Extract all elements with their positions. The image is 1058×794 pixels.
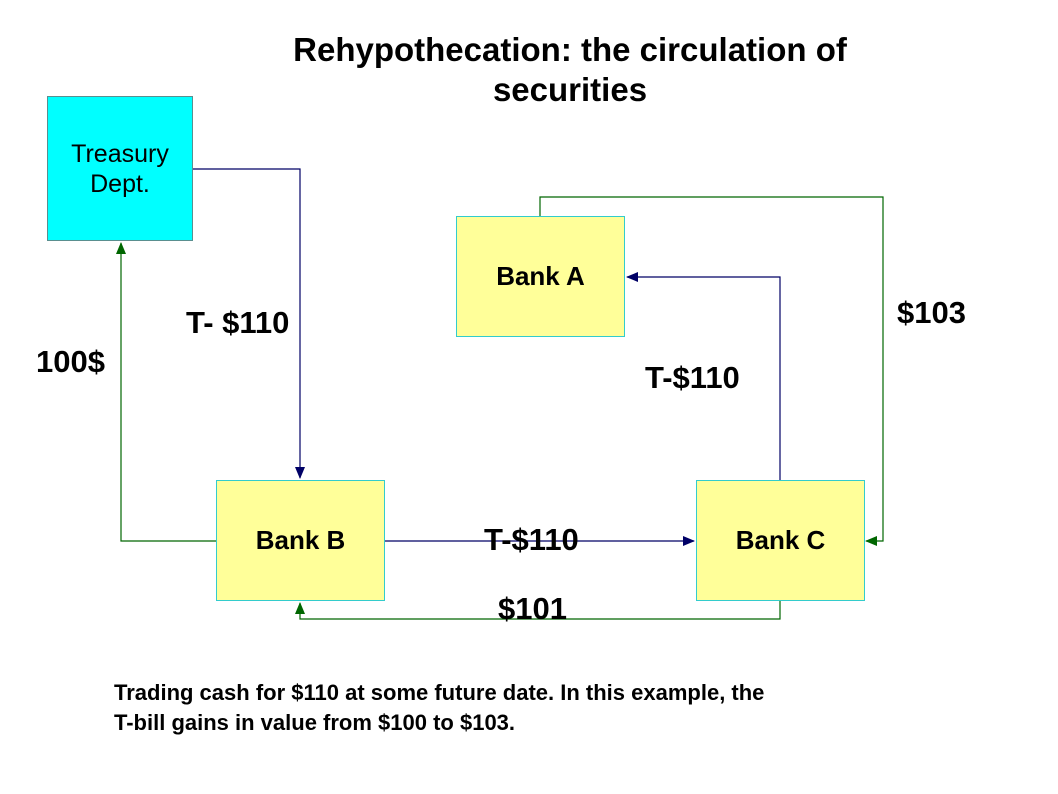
caption: Trading cash for $110 at some future dat… [114,678,934,738]
arrow-bank-c-to-bank-b [295,601,781,620]
title-line-1: Rehypothecation: the circulation of [293,31,847,68]
bank-a-node: Bank A [456,216,625,337]
caption-line-1: Trading cash for $110 at some future dat… [114,680,765,705]
diagram-title: Rehypothecation: the circulation of secu… [180,30,960,110]
treasury-dept-node: Treasury Dept. [47,96,193,241]
label-bank-c-to-bank-a: T-$110 [645,360,740,395]
bank-c-node: Bank C [696,480,865,601]
bank-b-label: Bank B [255,525,346,555]
title-line-2: securities [492,71,648,108]
arrow-bank-c-to-bank-a [626,272,781,480]
label-treasury-to-bank-b: T- $110 [186,305,290,340]
bank-c-label: Bank C [735,525,826,555]
bank-b-node: Bank B [216,480,385,601]
label-bank-b-to-treasury: 100$ [36,344,105,379]
label-bank-b-to-bank-c: T-$110 [484,522,579,557]
arrow-bank-a-to-bank-c [539,196,884,546]
arrow-treasury-to-bank-b [193,168,305,479]
caption-line-2: T-bill gains in value from $100 to $103. [114,710,516,735]
label-bank-a-to-bank-c: $103 [897,295,966,330]
bank-a-label: Bank A [496,261,585,291]
treasury-label-line-1: Treasury [71,139,169,168]
treasury-label-line-2: Dept. [90,169,150,198]
arrow-bank-b-to-treasury [116,242,216,542]
label-bank-c-to-bank-b: $101 [498,591,567,626]
